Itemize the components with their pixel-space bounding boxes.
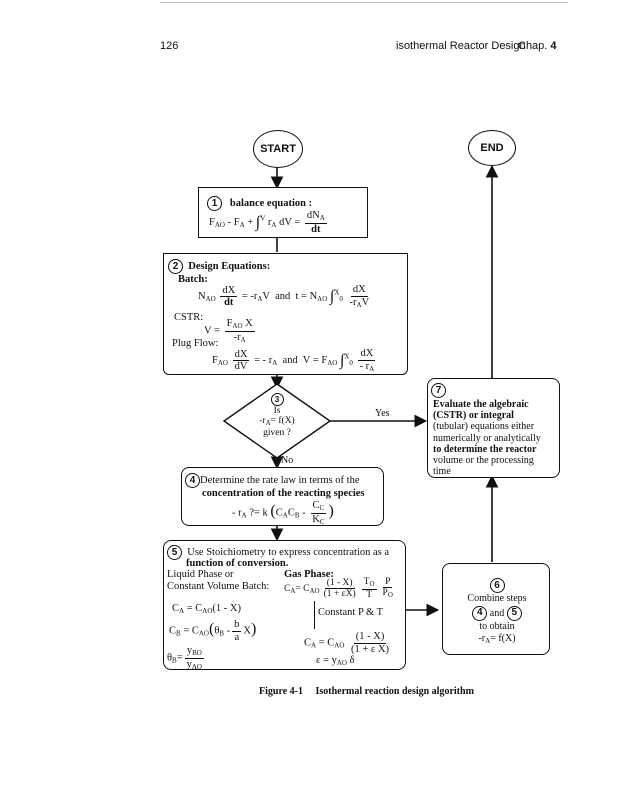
no-label: No xyxy=(281,455,294,466)
chapter-label: Chap. 4 xyxy=(518,40,557,52)
plug-flow-label: Plug Flow: xyxy=(172,338,219,349)
gas-phase-label: Gas Phase: xyxy=(284,569,334,580)
step7-line4: numerically or analytically xyxy=(433,432,541,444)
step1-number: 1 xyxy=(207,196,222,211)
step7-line1: Evaluate the algebraic xyxy=(433,399,529,410)
step6-number: 6 xyxy=(489,578,505,593)
start-terminal: START xyxy=(253,130,303,168)
step2-title: Design Equations: xyxy=(188,260,271,272)
page-top-rule xyxy=(160,2,568,3)
step3-decision: 3 Is -rA= f(X) given ? xyxy=(247,393,307,439)
step6-line3: to obtain xyxy=(479,620,515,632)
cstr-equation: V = FAO X-rA xyxy=(204,318,255,344)
step3-number: 3 xyxy=(270,393,284,406)
figure-caption: Figure 4-1 Isothermal reaction design al… xyxy=(259,686,474,697)
cstr-label: CSTR: xyxy=(174,312,204,323)
step1-title: balance equation : xyxy=(229,197,313,209)
batch-label: Batch: xyxy=(178,274,208,285)
constant-pt-arrow xyxy=(314,601,315,629)
running-title: isothermal Reactor Design xyxy=(396,40,526,52)
step7-line5: to determine the reactor xyxy=(433,443,537,455)
step4-number: 4 xyxy=(185,473,200,488)
step3-line1: Is xyxy=(273,406,281,416)
step5-number: 5 xyxy=(167,545,182,560)
step6-line2: 4 and 5 xyxy=(443,605,551,621)
step7-number: 7 xyxy=(431,383,446,398)
step7-evaluate-box: 7 Evaluate the algebraic (CSTR) or integ… xyxy=(427,378,560,478)
step3-line2: -rA= f(X) xyxy=(259,416,295,428)
step4-line1: Determine the rate law in terms of the xyxy=(200,474,360,486)
epsilon-equation: ε = yAO δ xyxy=(316,655,355,667)
constant-pt-label: Constant P & T xyxy=(318,607,384,618)
page-number: 126 xyxy=(160,40,179,52)
step6-line1: Combine steps xyxy=(467,593,527,604)
step2-number: 2 xyxy=(168,259,183,274)
figure-label: Figure 4-1 xyxy=(259,686,303,697)
step7-line3: (tubular) equations either xyxy=(433,421,535,433)
step5-line1: Use Stoichiometry to express concentrati… xyxy=(187,546,390,558)
step6-combine-box: 6 Combine steps 4 and 5 to obtain -rA= f… xyxy=(442,563,550,655)
liquid-ca-equation: CA = CAO(1 - X) xyxy=(172,603,241,615)
chapter-number: 4 xyxy=(550,40,557,52)
step3-line3: given ? xyxy=(263,428,291,439)
step7-line2: (CSTR) or integral xyxy=(433,410,514,422)
step6-line4: -rA= f(X) xyxy=(478,633,516,645)
step4-line2: concentration of the reacting species xyxy=(202,488,365,499)
decision-diamond xyxy=(222,383,332,459)
step7-line7: time xyxy=(433,466,451,478)
end-terminal: END xyxy=(468,130,516,166)
chapter-prefix: Chap. xyxy=(518,40,548,52)
step5-line2: function of conversion. xyxy=(186,558,289,569)
step7-line6: volume or the processing xyxy=(433,454,534,466)
start-label: START xyxy=(260,143,296,155)
step1-balance-box: 1 balance equation : FAO - FA + ∫V rA dV… xyxy=(198,187,368,238)
gas-ca-constant-equation: CA = CAO (1 - X)(1 + ε X) xyxy=(304,631,390,655)
end-label: END xyxy=(480,142,504,154)
yes-label: Yes xyxy=(375,408,390,419)
figure-title: Isothermal reaction design algorithm xyxy=(315,686,474,697)
step5-stoichiometry-box: 5 Use Stoichiometry to express concentra… xyxy=(163,540,406,671)
